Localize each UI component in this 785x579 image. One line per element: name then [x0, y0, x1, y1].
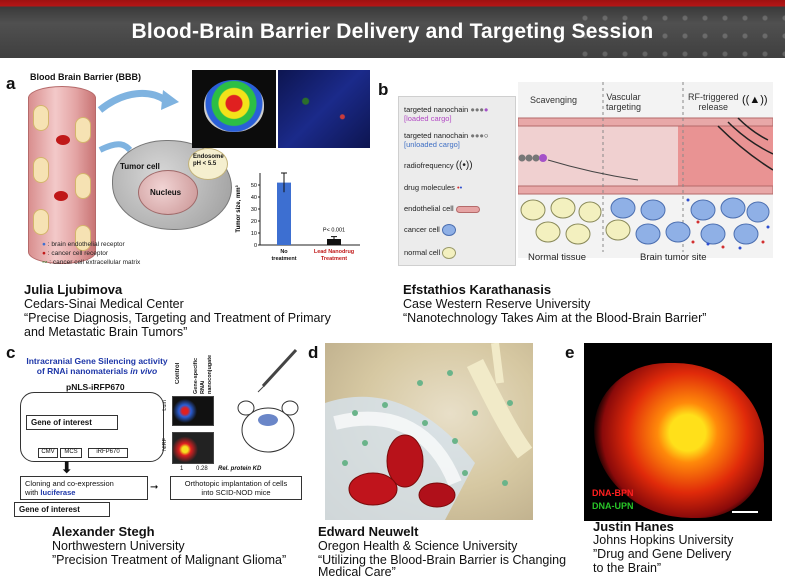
plasmid-name: pNLS-iRFP670 [66, 382, 125, 392]
y-tick-label: 20 [251, 219, 257, 225]
gene-of-interest-box: Gene of interest [26, 415, 118, 430]
down-arrow-icon: ⬇ [60, 460, 74, 477]
presenter-e-name: Justin Hanes [593, 519, 674, 534]
blood-vessel [28, 86, 96, 264]
presenter-d-talk-line2: Medical Care” [318, 565, 396, 579]
presenter-e-institution: Johns Hopkins University [593, 533, 734, 547]
irfp-box: iRFP670 [88, 448, 128, 458]
nucleus [138, 170, 198, 215]
presenter-d-talk-line1: “Utilizing the Blood-Brain Barrier is Ch… [318, 553, 567, 567]
cloning-box: Cloning and co-expression with luciferas… [20, 476, 148, 500]
kd-label: Rel. protein KD [218, 466, 262, 472]
presenter-a-talk-line2: and Metastatic Brain Tumors” [24, 325, 188, 339]
presenter-c-institution: Northwestern University [52, 539, 185, 553]
row-nirf: NIRF [162, 438, 168, 451]
title-banner [0, 0, 785, 58]
panel-a-letter: a [6, 74, 16, 93]
nucleus-label: Nucleus [150, 188, 182, 197]
panel-c-caption: Intracranial Gene Silencing activity of … [26, 356, 168, 376]
brain-imaging-photo [192, 70, 276, 148]
presenter-b-talk: “Nanotechnology Takes Aim at the Blood-B… [403, 311, 707, 325]
kd-value-2: 0.28 [196, 466, 208, 472]
caption-brain-tumor: Brain tumor site [640, 252, 707, 263]
presenter-c-name: Alexander Stegh [52, 524, 155, 539]
plasmid-loop [20, 392, 164, 462]
panel-a-legend: ● : brain endothelial receptor ● : cance… [42, 241, 141, 266]
scale-bar [732, 511, 758, 513]
presenter-c-talk: ”Precision Treatment of Malignant Glioma… [52, 553, 287, 567]
capillary-illustration [325, 343, 533, 520]
panel-d-letter: d [308, 343, 319, 362]
panel-e-letter: e [565, 343, 575, 362]
gene-of-interest-label: Gene of interest [14, 502, 110, 517]
presenter-e-talk-line2: to the Brain” [593, 561, 662, 575]
y-tick-label: 0 [254, 243, 257, 249]
p-value-annotation: P< 0.001 [323, 228, 345, 234]
nanochain-scene [517, 82, 774, 258]
y-tick-label: 40 [251, 195, 257, 201]
y-tick-label: 50 [251, 183, 257, 189]
y-axis-label: Tumor size, mm³ [235, 185, 242, 232]
heading-scavenging: Scavenging [530, 95, 578, 105]
column-control: Control [175, 362, 181, 384]
caption-normal-tissue: Normal tissue [528, 252, 587, 263]
bar-0 [277, 182, 291, 245]
mouse-syringe-icon [237, 348, 299, 453]
presenter-d-institution: Oregon Health & Science University [318, 539, 518, 553]
label-dna-upn: DNA-UPN [592, 501, 634, 511]
presenter-b-institution: Case Western Reserve University [403, 297, 591, 311]
brain-fluorescence-image [584, 343, 772, 521]
x-category-label: treatment [271, 256, 296, 262]
presenter-d-name: Edward Neuwelt [318, 524, 419, 539]
x-category-label: Lead Nanodrug [314, 249, 354, 255]
presenter-b-name: Efstathios Karathanasis [403, 282, 552, 297]
slide-title: Blood-Brain Barrier Delivery and Targeti… [131, 20, 654, 43]
kd-value-1: 1 [180, 466, 184, 472]
x-category-label: Treatment [321, 256, 347, 262]
presenter-a-talk-line1: “Precise Diagnosis, Targeting and Treatm… [24, 311, 331, 325]
tumor-cell-label: Tumor cell [120, 162, 160, 171]
x-category-label: No [280, 249, 288, 255]
endosome [188, 148, 228, 180]
presenter-a-institution: Cedars-Sinai Medical Center [24, 297, 184, 311]
rf-antenna-icon: ((▲)) [742, 94, 768, 106]
row-lum: Lum [162, 400, 168, 411]
transport-arrows [97, 89, 179, 153]
panel-b-letter: b [378, 80, 389, 99]
panel-c-letter: c [6, 343, 16, 362]
fluorescence-micrograph [278, 70, 370, 148]
presenter-e-talk-line1: ”Drug and Gene Delivery [593, 547, 732, 561]
bar-1 [327, 239, 341, 245]
panel-b-legend: targeted nanochain ●●●● [loaded cargo] t… [398, 96, 516, 266]
label-dna-bpn: DNA-BPN [592, 488, 634, 498]
lum-image [172, 396, 214, 426]
mcs-box: MCS [60, 448, 82, 458]
nirf-image [172, 432, 214, 464]
y-tick-label: 10 [251, 231, 257, 237]
panel-a-heading: Blood Brain Barrier (BBB) [30, 72, 142, 82]
presenter-a-name: Julia Ljubimova [24, 282, 123, 297]
y-tick-label: 30 [251, 207, 257, 213]
right-arrow-icon: ➞ [150, 482, 159, 493]
cmv-box: CMV [38, 448, 58, 458]
